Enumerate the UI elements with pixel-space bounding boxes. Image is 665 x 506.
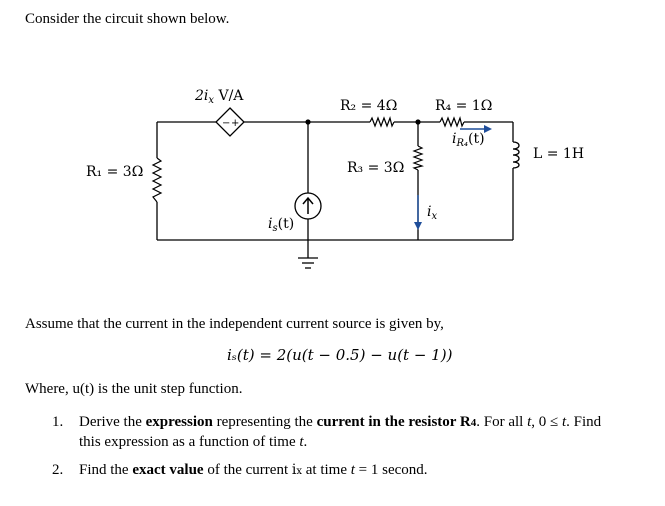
is-label: is(t) — [268, 216, 294, 234]
unit-step-note: Where, u(t) is the unit step function. — [25, 381, 243, 397]
node-dot-top-r3 — [415, 119, 421, 125]
r2-resistor-symbol — [369, 115, 395, 128]
ix-arrow-icon — [414, 195, 422, 230]
inductor-symbol — [512, 141, 520, 169]
ix-label: ix — [427, 204, 437, 222]
r1-label: R₁ = 3Ω — [86, 164, 143, 180]
intro-text: Consider the circuit shown below. — [25, 11, 230, 27]
node-dot-top-middle — [305, 119, 311, 125]
question-1-number: 1. — [52, 414, 64, 430]
ir4-label: iR₄(t) — [452, 131, 485, 149]
circuit-diagram: − + R₁ = 3Ω — [86, 88, 584, 269]
r2-label: R₂ = 4Ω — [340, 98, 397, 114]
dep-source-minus: − — [222, 118, 230, 129]
question-2-number: 2. — [52, 462, 64, 478]
dependent-voltage-source — [215, 107, 245, 137]
r3-label: R₃ = 3Ω — [347, 160, 404, 176]
dep-source-label: 2ix V/A — [194, 88, 244, 106]
inductor-label: L = 1H — [533, 146, 584, 162]
source-equation: iₛ(t) = 2(u(t − 0.5) − u(t − 1)) — [227, 346, 453, 364]
question-1-line-1: Derive the expression representing the c… — [79, 414, 602, 430]
r4-label: R₄ = 1Ω — [435, 98, 492, 114]
ir4-arrow-icon — [460, 125, 492, 133]
r1-resistor-symbol — [151, 157, 163, 203]
r4-resistor-symbol — [439, 115, 465, 128]
r3-resistor-symbol — [412, 145, 425, 171]
question-1-line-2: this expression as a function of time t. — [79, 434, 308, 450]
current-source-arrow-icon — [302, 196, 314, 214]
assumption-text: Assume that the current in the independe… — [25, 316, 444, 332]
ground-icon — [298, 257, 318, 269]
dep-source-plus: + — [231, 118, 239, 129]
question-2-line-1: Find the exact value of the current ix a… — [79, 462, 428, 478]
